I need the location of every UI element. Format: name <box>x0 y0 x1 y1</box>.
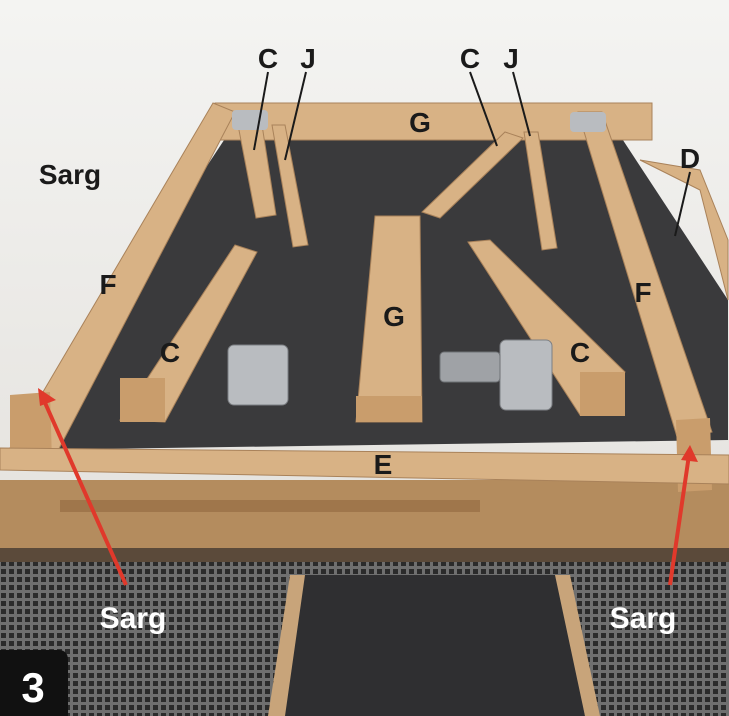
label-d: D <box>680 143 700 174</box>
metal-bracket-left <box>227 344 289 406</box>
metal-bracket-back-right <box>570 112 606 132</box>
label-c-left: C <box>160 337 180 368</box>
workbench-edge <box>0 548 729 562</box>
leader-j-top-right <box>512 71 531 137</box>
part-f-left-end <box>10 392 52 462</box>
leader-c-top-right <box>469 71 498 147</box>
label-e: E <box>374 449 393 480</box>
label-f-right: F <box>634 277 651 308</box>
label-g-center: G <box>383 301 405 332</box>
arrow-sarg-right <box>668 445 698 586</box>
label-j-top-right: J <box>503 43 519 74</box>
rack-rail-right <box>555 575 600 716</box>
leader-d <box>674 171 691 237</box>
label-sarg-top-left: Sarg <box>39 159 101 190</box>
label-sarg-bottom-left: Sarg <box>100 602 167 635</box>
rack-board <box>280 575 585 716</box>
part-c-left-end <box>120 378 165 422</box>
screws-bag <box>439 351 501 383</box>
label-f-left: F <box>99 269 116 300</box>
metal-bracket-back-left <box>232 110 268 130</box>
workbench-stain <box>60 500 480 512</box>
step-badge: 3 <box>0 650 68 716</box>
rack-rail-left <box>268 575 305 716</box>
arrow-sarg-left <box>38 388 128 586</box>
label-c-top-right: C <box>460 43 480 74</box>
leader-j-top-left <box>284 71 307 161</box>
part-g-center-end <box>356 396 422 422</box>
part-j-back-left <box>271 124 309 248</box>
label-c-top-left: C <box>258 43 278 74</box>
part-c-back-right <box>421 131 524 219</box>
part-j-back-right <box>523 131 558 251</box>
part-e <box>0 447 729 485</box>
step-number: 3 <box>21 664 44 711</box>
label-sarg-bottom-right: Sarg <box>610 602 677 635</box>
part-c-right-end <box>580 372 625 416</box>
leader-c-top-left <box>253 71 269 151</box>
workbench <box>0 480 729 560</box>
strips-d <box>639 159 729 301</box>
metal-bracket-right <box>499 339 553 411</box>
label-g-top: G <box>409 107 431 138</box>
label-c-right: C <box>570 337 590 368</box>
label-j-top-left: J <box>300 43 316 74</box>
